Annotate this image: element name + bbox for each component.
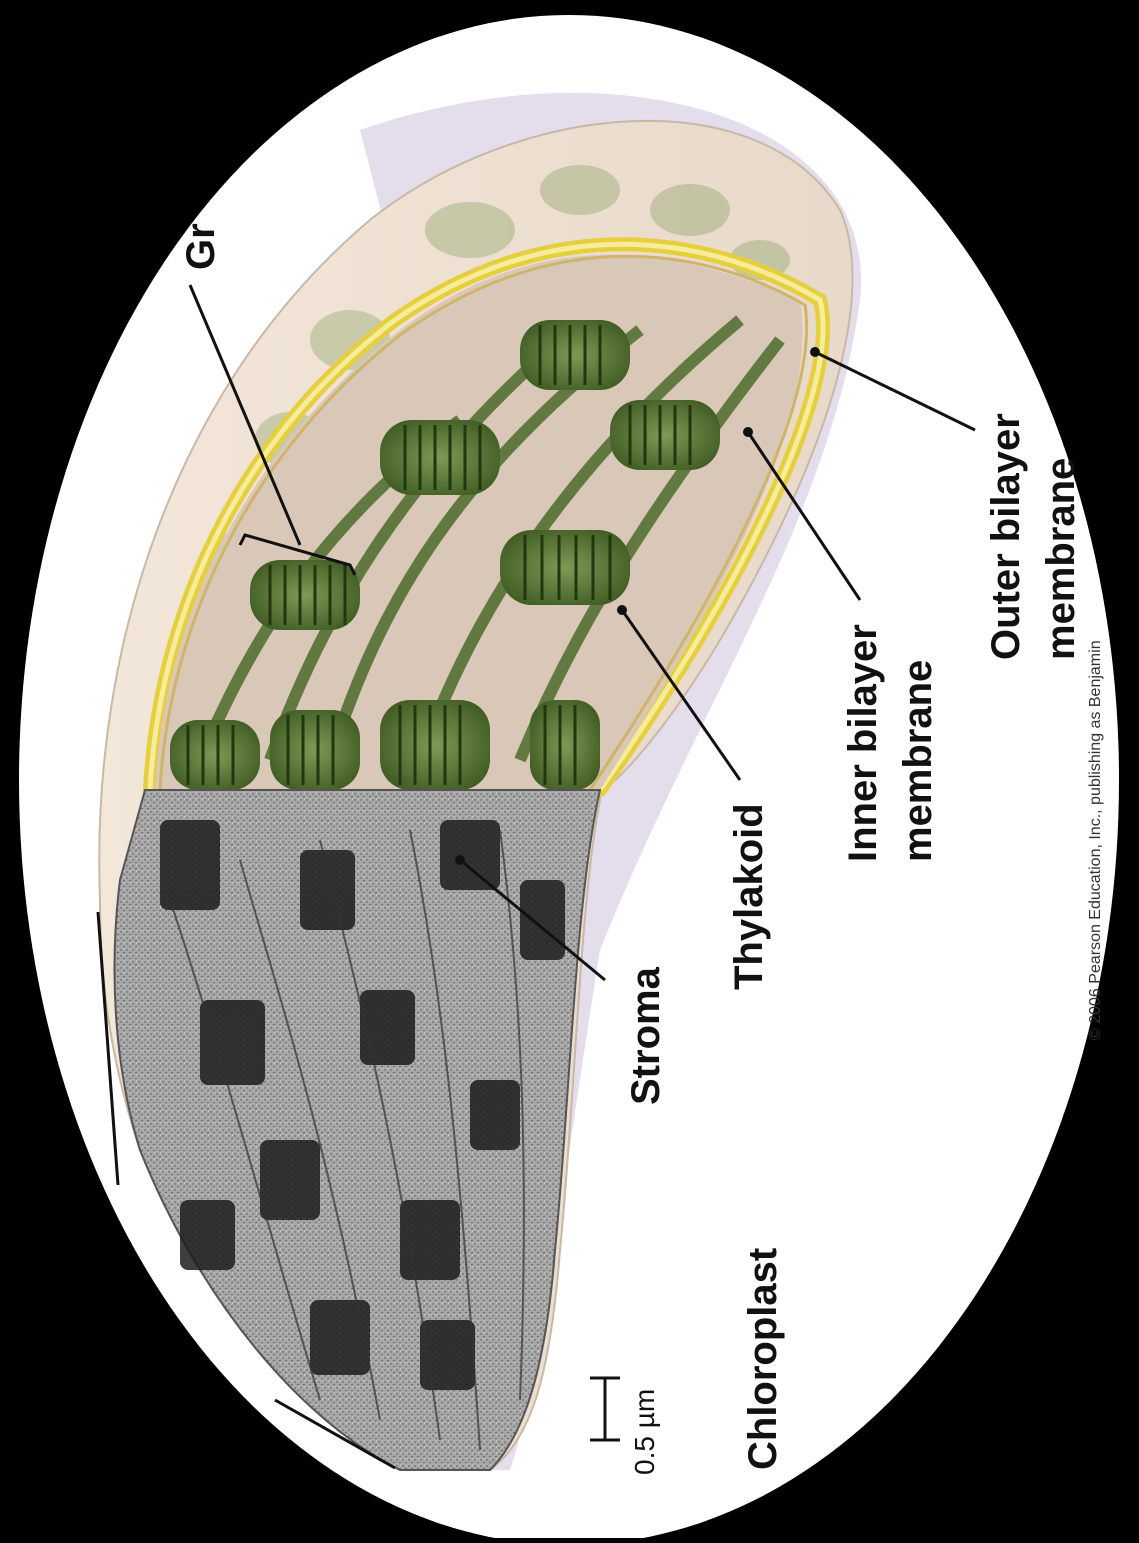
outer-membrane-label-line2: membrane: [1040, 458, 1082, 660]
grana-label: Gr: [180, 223, 222, 270]
copyright-text: © 2006 Pearson Education, Inc., publishi…: [1088, 640, 1105, 1040]
thylakoid-label: Thylakoid: [728, 803, 770, 990]
outer-membrane-label-line1: Outer bilayer: [985, 413, 1027, 660]
inner-membrane-label-line2: membrane: [897, 660, 939, 862]
stroma-label: Stroma: [625, 967, 667, 1105]
chloroplast-label: Chloroplast: [742, 1248, 784, 1470]
scale-bar-label: 0.5 µm: [630, 1389, 659, 1475]
inner-membrane-label-line1: Inner bilayer: [842, 624, 884, 862]
